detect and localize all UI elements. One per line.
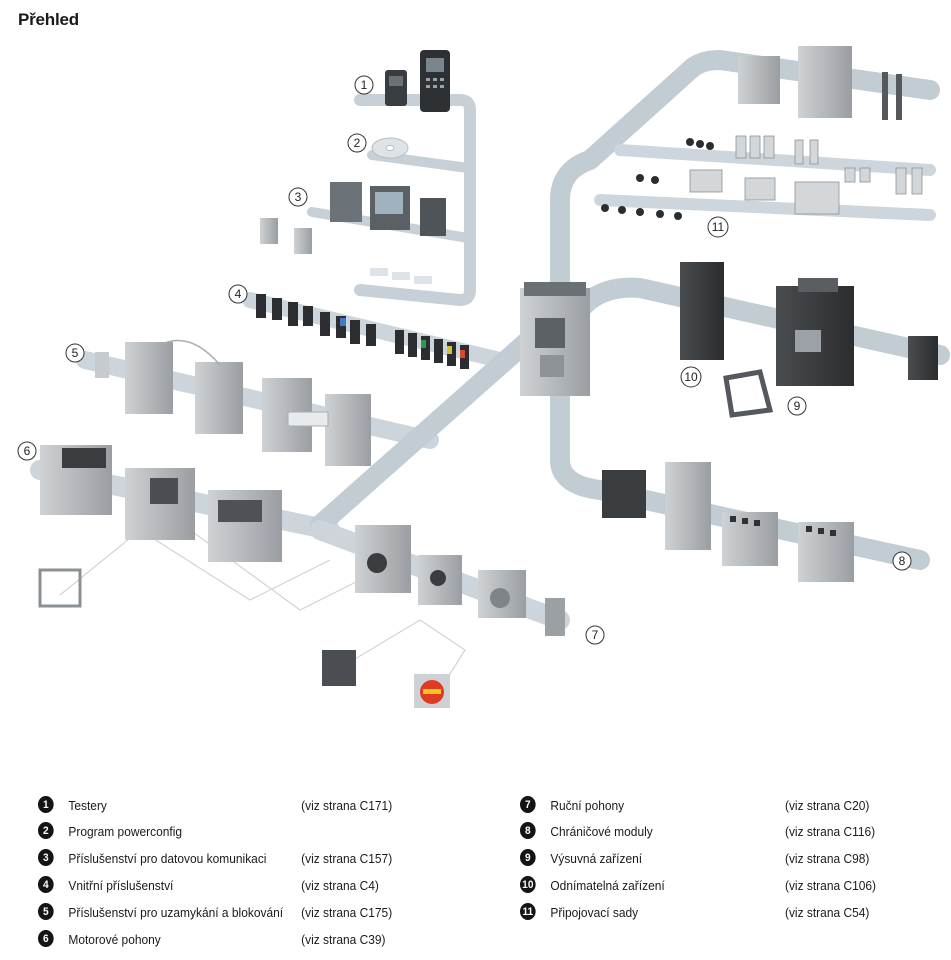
legend-label: Příslušenství pro datovou komunikaci <box>68 850 267 866</box>
rail-main-diagonal <box>310 320 550 535</box>
callout-3: 3 <box>288 187 308 207</box>
legend-number: 4 <box>38 876 54 893</box>
legend-label: Motorové pohony <box>68 931 161 947</box>
svg-text:10: 10 <box>684 370 698 384</box>
legend-label: Program powerconfig <box>68 823 183 839</box>
legend-number: 5 <box>38 903 54 920</box>
manual-drives <box>322 525 565 708</box>
rail-tower <box>354 94 476 306</box>
legend-ref: (viz strana C106) <box>784 877 877 893</box>
legend-number: 2 <box>38 822 54 839</box>
legend-item: 10 Odnímatelná zařízení (viz strana C106… <box>520 875 888 895</box>
legend-item: 2 Program powerconfig <box>38 821 424 841</box>
legend-label: Testery <box>68 797 107 813</box>
callout-9: 9 <box>787 396 807 416</box>
callout-11: 11 <box>707 216 729 238</box>
callout-1: 1 <box>354 75 374 95</box>
testers <box>385 50 450 112</box>
legend-ref: (viz strana C175) <box>301 904 393 920</box>
svg-text:5: 5 <box>72 346 79 360</box>
motor-drives <box>38 445 282 608</box>
legend-label: Příslušenství pro uzamykání a blokování <box>68 904 284 920</box>
rail-11 <box>594 194 936 221</box>
legend-label: Výsuvná zařízení <box>550 850 643 866</box>
withdrawable-plugin-devices <box>680 262 938 418</box>
legend-number: 6 <box>38 930 54 947</box>
legend-number: 9 <box>520 849 536 866</box>
legend-number: 11 <box>520 903 536 920</box>
callout-2: 2 <box>347 133 367 153</box>
legend-item: 9 Výsuvná zařízení (viz strana C98) <box>520 848 888 868</box>
callout-5: 5 <box>65 343 85 363</box>
internal-accessories <box>256 294 469 369</box>
legend-ref: (viz strana C39) <box>301 931 386 947</box>
legend-item: 11 Připojovací sady (viz strana C54) <box>520 902 888 922</box>
legend-ref: (viz strana C4) <box>301 877 379 893</box>
legend-ref: (viz strana C54) <box>784 904 870 920</box>
svg-text:3: 3 <box>295 190 302 204</box>
page-title: Přehled <box>18 10 79 29</box>
rail-up-right <box>550 50 940 310</box>
svg-text:4: 4 <box>235 287 242 301</box>
legend-label: Odnímatelná zařízení <box>550 877 665 893</box>
legend-ref: (viz strana C171) <box>301 797 393 813</box>
legend-number: 7 <box>520 796 536 813</box>
legend-item: 4 Vnitřní příslušenství (viz strana C4) <box>38 875 424 895</box>
data-comm-devices <box>260 182 446 284</box>
svg-text:2: 2 <box>354 136 361 150</box>
legend-item: 1 Testery (viz strana C171) <box>38 795 424 815</box>
svg-text:11: 11 <box>712 220 725 234</box>
legend-number: 1 <box>38 796 54 813</box>
callout-8: 8 <box>892 551 912 571</box>
legend-number: 8 <box>520 822 536 839</box>
legend-label: Připojovací sady <box>550 904 639 920</box>
callout-7: 7 <box>585 625 605 645</box>
callout-4: 4 <box>228 284 248 304</box>
rail-11b <box>614 144 936 176</box>
legend-item: 8 Chráničové moduly (viz strana C116) <box>520 821 888 841</box>
connection-kits <box>601 46 923 220</box>
legend-label: Chráničové moduly <box>550 823 653 839</box>
powerconfig-cd <box>371 137 409 159</box>
svg-text:6: 6 <box>24 444 31 458</box>
locking-devices <box>95 339 371 466</box>
svg-text:9: 9 <box>794 399 801 413</box>
callouts: 1 2 3 4 5 6 7 8 9 10 11 <box>17 75 912 645</box>
legend-ref: (viz strana C98) <box>784 850 870 866</box>
legend-number: 10 <box>520 876 536 893</box>
svg-text:7: 7 <box>592 628 599 642</box>
legend-number: 3 <box>38 849 54 866</box>
product-overview-diagram: 1 2 3 4 5 6 7 8 9 10 11 <box>17 46 950 708</box>
rail-9-10 <box>570 277 950 365</box>
legend-item: 5 Příslušenství pro uzamykání a blokován… <box>38 902 424 922</box>
central-breaker <box>520 282 590 396</box>
rail-8 <box>550 380 930 570</box>
legend-item: 3 Příslušenství pro datovou komunikaci (… <box>38 848 424 868</box>
callout-6: 6 <box>17 441 37 461</box>
svg-text:8: 8 <box>899 554 906 568</box>
legend-label: Vnitřní příslušenství <box>68 877 174 893</box>
legend-ref: (viz strana C116) <box>784 823 876 839</box>
legend-ref: (viz strana C20) <box>784 797 870 813</box>
legend-item: 7 Ruční pohony (viz strana C20) <box>520 795 888 815</box>
legend-ref: (viz strana C157) <box>301 850 393 866</box>
legend-label: Ruční pohony <box>550 797 625 813</box>
rcd-modules <box>602 462 854 582</box>
svg-text:1: 1 <box>361 78 368 92</box>
callout-10: 10 <box>680 366 702 388</box>
legend-item: 6 Motorové pohony (viz strana C39) <box>38 929 424 949</box>
